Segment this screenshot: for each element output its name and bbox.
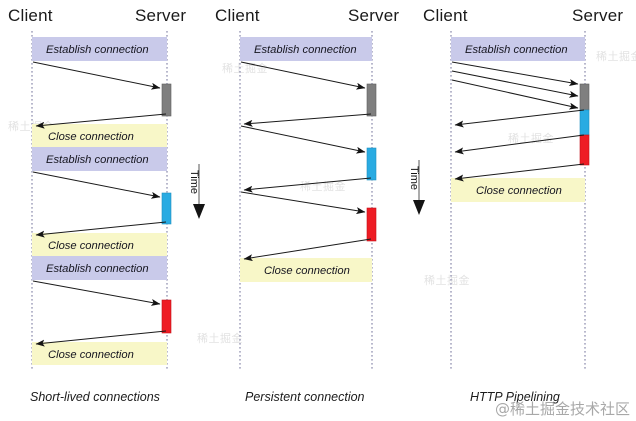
time-axis-2-arrowhead [413,200,425,215]
panel-1-close-label-1: Close connection [48,131,134,143]
panel-1-establish-box-2 [32,147,167,171]
panel-1-client-header: Client [8,6,53,25]
panel-1-establish-box-3 [32,256,167,280]
panel-1-caption: Short-lived connections [30,390,160,404]
panel-2-server-bar-red [366,207,377,242]
panel-3-request-3 [451,79,579,110]
panel-1-server-bar-red [161,299,172,334]
panel-3-server-bar-red [579,134,590,166]
panel-persistent: Establish connection Close connection [239,31,377,371]
panel-2-caption: Persistent connection [245,390,365,404]
panel-3-caption: HTTP Pipelining [470,390,560,404]
panel-3-client-header: Client [423,6,468,25]
panel-1-request-3 [32,280,161,306]
panel-2-request-1 [240,61,366,90]
panel-2-close-box [240,258,372,282]
panel-1-close-box-2 [32,233,167,256]
panel-1-server-bar-blue [161,192,172,225]
panel-3-server-bar-gray [579,83,590,111]
panel-3-close-label: Close connection [476,185,562,197]
panel-2-server-header: Server [348,6,400,25]
panel-1-response-3 [35,330,167,347]
panel-2-response-2 [243,177,372,193]
panel-2-close-label: Close connection [264,265,350,277]
time-axis-2-label: Time [408,166,420,190]
panel-1-server-bar-gray [161,83,172,117]
panel-1-establish-label-1: Establish connection [46,44,149,56]
panel-2-client-header: Client [215,6,260,25]
panel-pipelining: Establish connection Close connection [450,31,590,371]
panel-1-close-box-1 [32,124,167,147]
panel-2-request-2 [240,125,366,154]
time-axis-1-label: Time [188,170,200,194]
panel-3-establish-box [451,37,585,61]
panel-1-close-label-3: Close connection [48,349,134,361]
panel-3-response-1 [454,109,585,128]
panel-3-close-box [451,178,585,202]
panel-1-response-1 [35,113,167,129]
panel-1-establish-label-2: Establish connection [46,154,149,166]
panel-1-request-1 [32,61,161,90]
panel-1-response-2 [35,221,167,238]
panel-2-server-bar-blue [366,147,377,181]
panel-1-server-header: Server [135,6,187,25]
panel-3-server-bar-blue [579,109,590,136]
panel-3-response-2 [454,134,585,155]
panel-3-establish-label: Establish connection [465,44,568,56]
panel-3-request-2 [451,70,579,98]
panel-1-close-label-2: Close connection [48,240,134,252]
time-axis-1-arrowhead [193,204,205,219]
panel-2-request-3 [240,191,366,215]
time-axis-1: Time [188,164,205,219]
panel-2-response-3 [243,238,372,262]
panel-2-server-bar-gray [366,83,377,117]
panel-1-close-box-3 [32,342,167,365]
panel-1-establish-label-3: Establish connection [46,263,149,275]
time-axis-2: Time [408,160,425,215]
panel-short-lived: Establish connection Close connection Es… [31,31,172,371]
panel-1-establish-box-1 [32,37,167,61]
panel-3-server-header: Server [572,6,624,25]
panel-1-request-2 [32,171,161,199]
panel-2-establish-label: Establish connection [254,44,357,56]
panel-2-response-1 [243,113,372,127]
panel-2-establish-box [240,37,372,61]
panel-3-request-1 [451,61,579,86]
panel-3-response-3 [454,163,585,182]
